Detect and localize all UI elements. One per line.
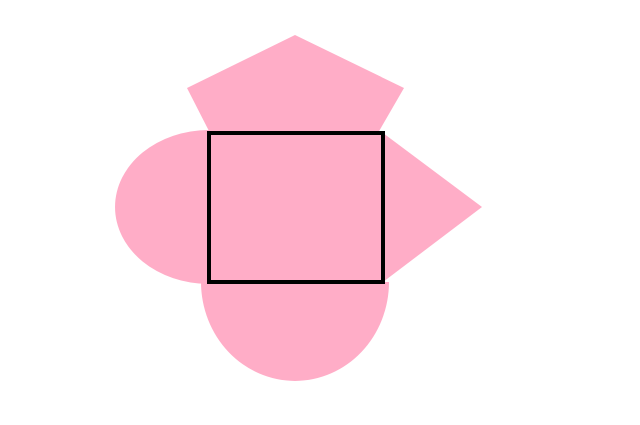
semi-ellipse-bottom-face: [201, 282, 389, 381]
triangle-right-face: [383, 133, 482, 282]
pentagon-face: [187, 35, 404, 133]
square-outline: [207, 131, 385, 284]
square-face: [209, 133, 383, 282]
semicircle-left-face: [115, 130, 209, 284]
